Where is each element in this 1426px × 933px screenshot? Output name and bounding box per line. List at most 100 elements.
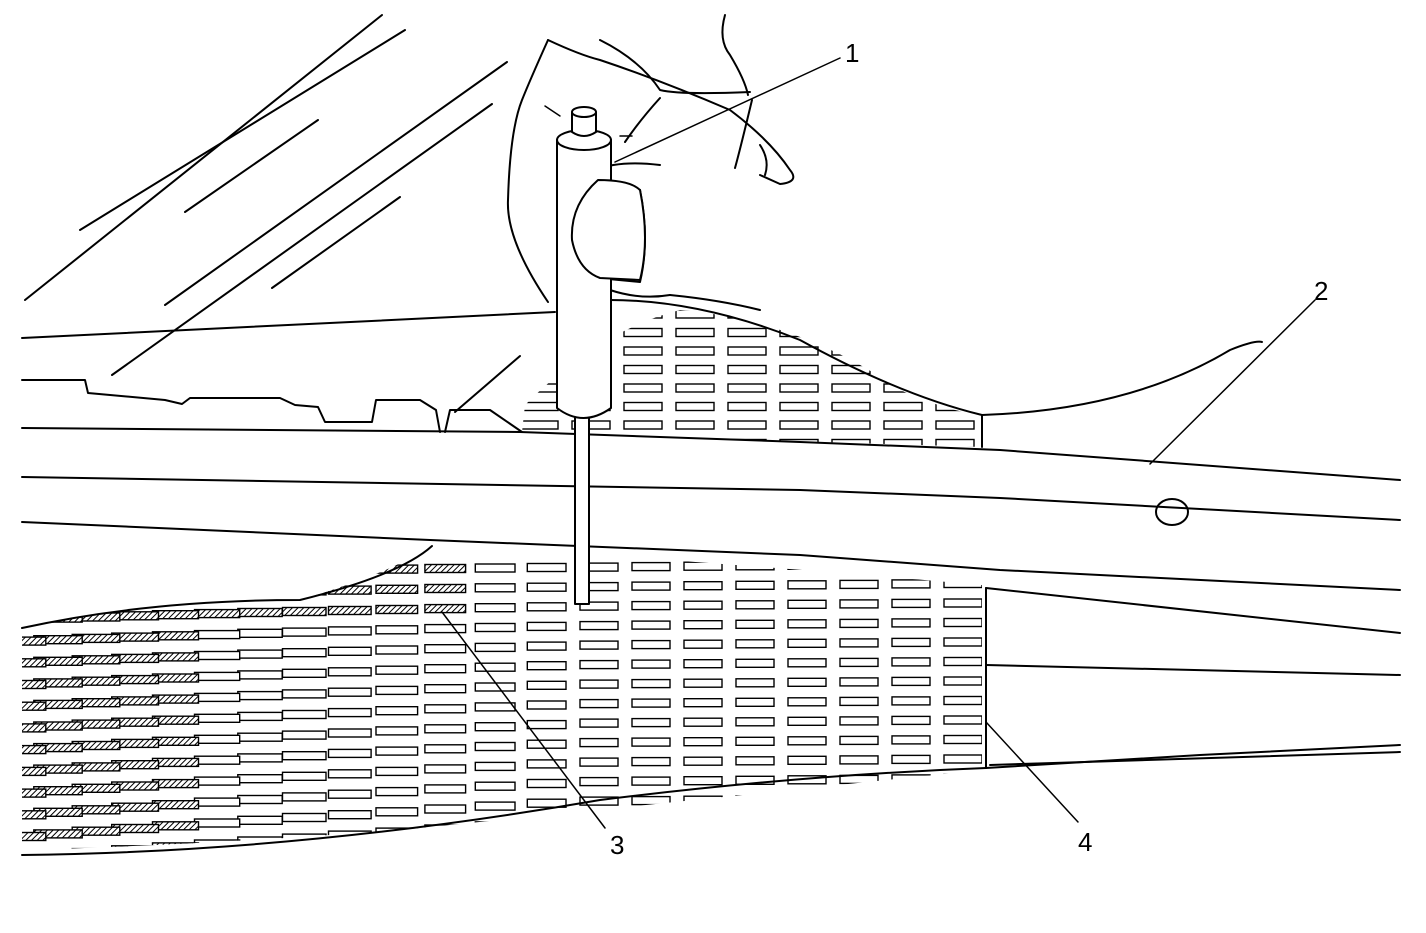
mesh-slot [474, 702, 516, 712]
mesh-slot [526, 778, 567, 789]
mesh-slot [727, 401, 767, 412]
mesh-slot [735, 619, 775, 629]
mesh-slot [329, 872, 372, 880]
mesh-slot [195, 882, 240, 890]
mesh-slot [193, 797, 241, 807]
mesh-slot [526, 680, 567, 690]
mesh-slot [34, 873, 82, 881]
mesh-slot [522, 346, 559, 356]
mesh-slot [151, 673, 200, 683]
mesh-slot [683, 815, 723, 825]
mesh-slot [683, 776, 723, 786]
mesh-slot [474, 781, 516, 791]
mesh-slot [683, 561, 723, 571]
mesh-slot [327, 707, 372, 718]
mesh-slot [891, 696, 931, 706]
mesh-slot [112, 867, 159, 875]
mesh-slot [839, 755, 879, 765]
mesh-slot [840, 853, 878, 861]
mesh-slot [935, 364, 975, 375]
mesh-slot [112, 888, 159, 896]
leader-1 [614, 57, 841, 163]
mesh-slot [683, 717, 723, 727]
mesh-slot [839, 560, 879, 570]
mesh-slot [935, 383, 975, 393]
mesh-slot [935, 327, 975, 338]
mesh-slot [193, 776, 241, 786]
mesh-slot [474, 741, 516, 752]
mesh-slot [0, 857, 10, 865]
cowl-panel [21, 311, 556, 433]
mesh-slot [839, 696, 879, 707]
mesh-slot [193, 713, 241, 723]
mesh-slot [935, 310, 975, 319]
mesh-slot [891, 657, 931, 667]
mesh-slot [474, 761, 516, 772]
mesh-slot [327, 769, 372, 779]
mesh-slot [0, 595, 10, 603]
mesh-slot [110, 568, 160, 578]
mesh-slot [151, 821, 200, 831]
mesh-slot [151, 778, 200, 789]
mesh-slot [683, 581, 723, 591]
mesh-slot [424, 644, 467, 654]
mesh-slot [735, 600, 775, 610]
callout-4: 4 [1078, 827, 1092, 857]
mesh-slot [375, 604, 419, 615]
mesh-slot [327, 667, 372, 677]
mesh-slot [683, 620, 723, 630]
mesh-slot [22, 744, 47, 755]
mesh-slot [327, 565, 372, 575]
mesh-slot [831, 346, 871, 356]
mesh-slot [193, 818, 241, 828]
mesh-slot [22, 701, 47, 711]
mesh-slot [631, 581, 671, 591]
mesh-slot [579, 659, 619, 670]
mesh-slot [33, 570, 83, 580]
mesh-slot [787, 716, 827, 726]
mesh-slot [522, 383, 559, 393]
mesh-slot [631, 639, 671, 650]
mesh-slot [631, 659, 671, 669]
mesh-slot [623, 438, 663, 447]
mesh-slot [193, 650, 241, 661]
mesh-slot [281, 668, 327, 678]
mesh-slot [474, 821, 516, 831]
mesh-slot [237, 566, 283, 576]
mesh-slot [735, 814, 775, 824]
mesh-slot [883, 383, 923, 393]
mesh-slot [727, 327, 767, 338]
mesh-slot [33, 591, 83, 602]
mesh-slot [237, 732, 283, 742]
mesh-slot [943, 715, 982, 725]
mesh-slot [151, 652, 200, 662]
mesh-slot [944, 853, 982, 861]
mesh-slot [579, 640, 619, 650]
mesh-slot [22, 679, 47, 690]
mesh-slot [943, 617, 982, 628]
mesh-slot [526, 837, 567, 848]
mesh-slot [831, 327, 871, 338]
mesh-slot [831, 401, 871, 412]
mesh-slot [839, 657, 879, 668]
mesh-slot [375, 645, 419, 655]
mesh-slot [327, 748, 372, 759]
mesh-slot [623, 310, 663, 319]
mesh-slot [283, 855, 327, 863]
mesh-slot [839, 833, 879, 843]
mesh-slot [675, 383, 715, 393]
mesh-slot [0, 876, 46, 884]
mesh-slot [22, 658, 47, 668]
mesh-slot [424, 704, 467, 714]
mesh-slot [22, 614, 47, 624]
mesh-slot [727, 346, 767, 356]
mesh-slot [839, 716, 879, 726]
mesh-slot [831, 310, 871, 319]
mesh-slot [0, 617, 10, 625]
mesh-slot [151, 588, 200, 599]
mesh-slot [735, 717, 775, 727]
mesh-slot [883, 310, 923, 319]
callout-1: 1 [845, 38, 859, 68]
probe-tool[interactable] [544, 105, 646, 605]
